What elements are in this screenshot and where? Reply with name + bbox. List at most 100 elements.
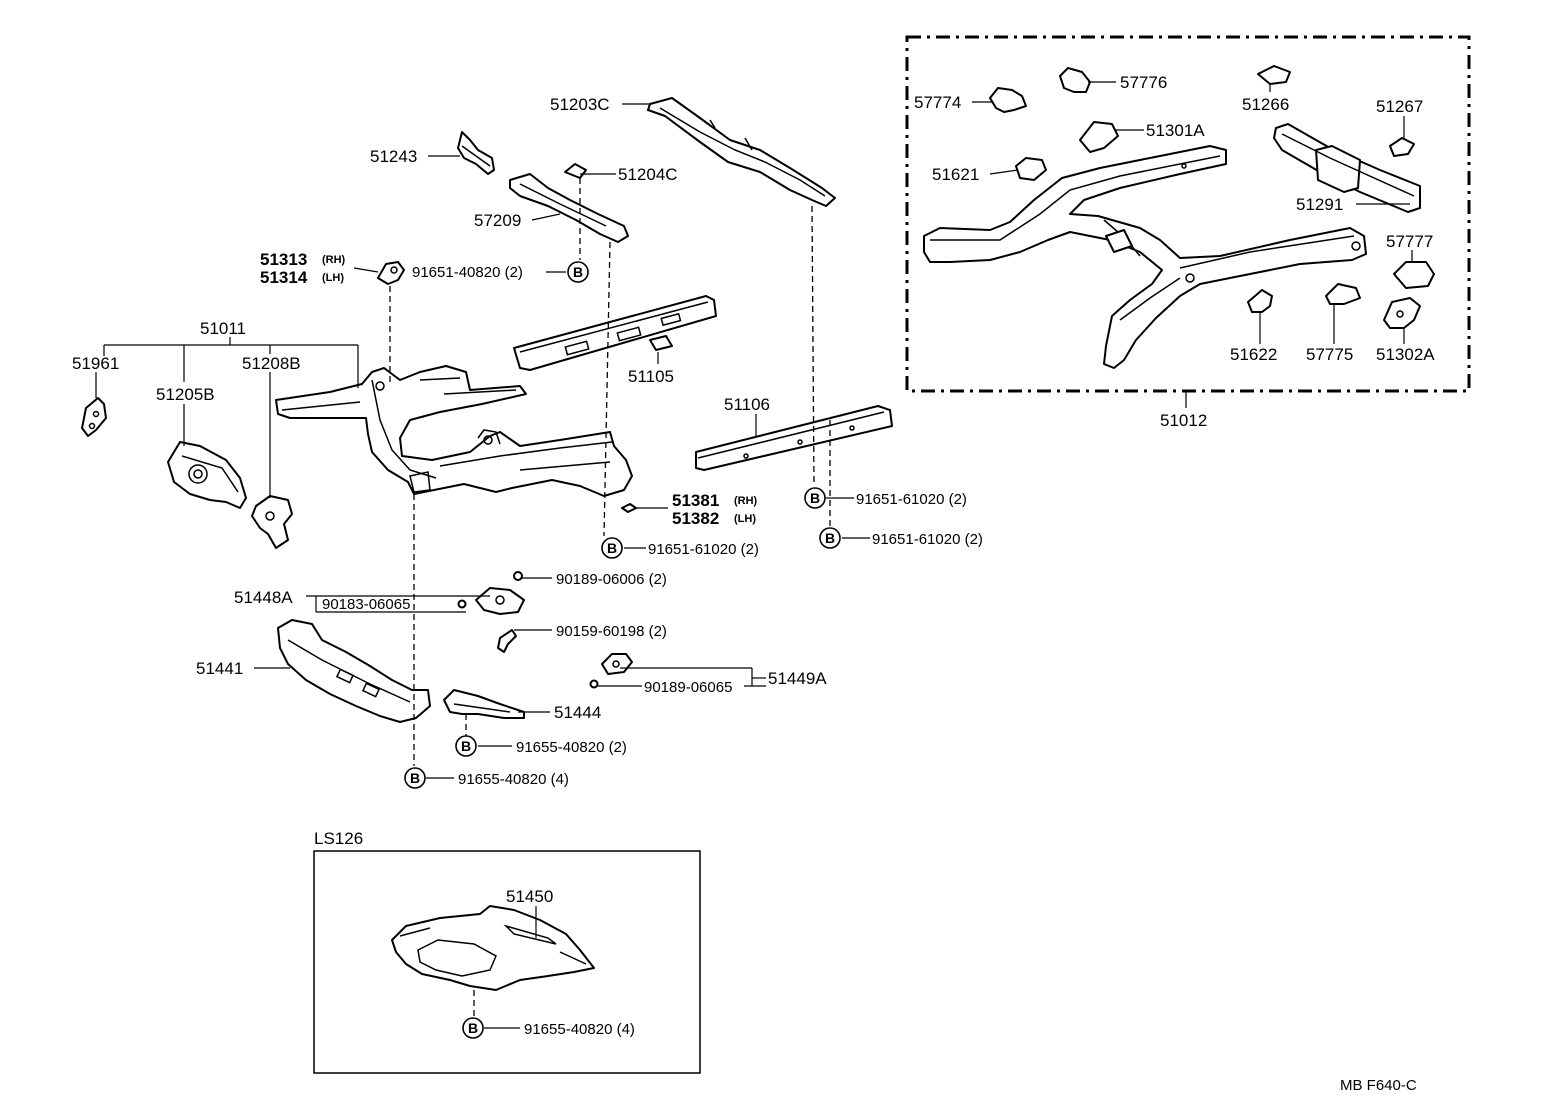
- part-51448a-drawing: [475, 587, 525, 615]
- footer-code: MB F640-C: [1340, 1077, 1417, 1094]
- label-51203c: 51203C: [550, 95, 610, 114]
- bolt-marker-5: [455, 735, 477, 757]
- label-90189-06065: 90189-06065: [644, 679, 732, 696]
- fastener-90159-60198-drawing: [497, 629, 517, 653]
- part-51301a-drawing: [1079, 121, 1119, 153]
- label-51106: 51106: [724, 395, 770, 414]
- part-51313-drawing: [377, 261, 405, 285]
- label-90189-06006: 90189-06006 (2): [556, 571, 667, 588]
- label-51243: 51243: [370, 147, 417, 166]
- label-51012: 51012: [1160, 411, 1207, 430]
- label-51314-side: (LH): [322, 272, 344, 284]
- part-51449a-drawing: [589, 653, 633, 689]
- part-57775-drawing: [1325, 283, 1361, 305]
- bolt-marker-5-label: B: [461, 738, 471, 754]
- label-51448a: 51448A: [234, 588, 293, 607]
- bolt-marker-6-label: B: [410, 770, 420, 786]
- bolt-marker-7: [462, 1017, 484, 1039]
- part-51450-drawing: [391, 905, 595, 991]
- bolt-marker-3: [804, 487, 826, 509]
- label-51267: 51267: [1376, 97, 1423, 116]
- label-57777: 57777: [1386, 232, 1433, 251]
- label-51011: 51011: [200, 319, 246, 338]
- bolt-marker-1-label: B: [573, 264, 583, 280]
- part-51302a-drawing: [1383, 297, 1421, 329]
- part-51012-frame-drawing: [923, 145, 1367, 369]
- label-51444: 51444: [554, 703, 601, 722]
- label-91651-61020-a: 91651-61020 (2): [648, 541, 759, 558]
- bolt-marker-4-label: B: [825, 530, 835, 546]
- part-51291-drawing: [1273, 123, 1421, 213]
- part-51105-drawing: [513, 295, 717, 371]
- label-51208b: 51208B: [242, 354, 301, 373]
- label-51266: 51266: [1242, 95, 1289, 114]
- bolt-markers: B B B B B B B: [404, 261, 841, 1039]
- fastener-90189-06006-drawing: [513, 571, 523, 581]
- label-51381-side: (RH): [734, 495, 758, 507]
- ls126-box: [313, 850, 701, 1074]
- label-51621: 51621: [932, 165, 979, 184]
- part-51441-drawing: [277, 619, 431, 723]
- label-57776: 57776: [1120, 73, 1167, 92]
- label-91651-61020-c: 91651-61020 (2): [872, 531, 983, 548]
- label-51291: 51291: [1296, 195, 1343, 214]
- label-57775: 57775: [1306, 345, 1353, 364]
- bolt-marker-3-label: B: [810, 490, 820, 506]
- part-labels: 51203C 51243 51204C 57209 51313 (RH) 513…: [72, 73, 1435, 1094]
- label-51204c: 51204C: [618, 165, 678, 184]
- part-51621-drawing: [1015, 157, 1047, 181]
- part-51208b-drawing: [251, 495, 293, 549]
- part-57776-drawing: [1059, 67, 1091, 93]
- group-51012-dashed-box: [905, 35, 1471, 393]
- bolt-marker-6: [404, 767, 426, 789]
- label-51301a: 51301A: [1146, 121, 1205, 140]
- label-51622: 51622: [1230, 345, 1277, 364]
- label-91651-61020-b: 91651-61020 (2): [856, 491, 967, 508]
- part-57209-drawing: [509, 173, 629, 243]
- part-57774-drawing: [989, 87, 1027, 113]
- leader-lines: [95, 81, 1413, 1029]
- part-51243-drawing: [457, 131, 495, 175]
- part-51381-drawing: [621, 503, 637, 513]
- label-51205b: 51205B: [156, 385, 215, 404]
- label-51314: 51314: [260, 268, 308, 287]
- dashed-alignment-lines: [389, 178, 831, 1016]
- fastener-90183-06065-drawing: [457, 599, 467, 609]
- ls126-title: LS126: [314, 829, 363, 848]
- part-51266-drawing: [1257, 65, 1291, 85]
- bolt-marker-2: [601, 537, 623, 559]
- bolt-marker-2-label: B: [607, 540, 617, 556]
- bolt-marker-1: [567, 261, 589, 283]
- label-51313-side: (RH): [322, 254, 346, 266]
- part-57777-drawing: [1393, 261, 1435, 289]
- label-90183-06065: 90183-06065: [322, 596, 410, 613]
- part-51205b-drawing: [167, 441, 247, 509]
- part-51267-drawing: [1389, 137, 1415, 157]
- part-51203c-drawing: [647, 97, 836, 207]
- bolt-marker-4: [819, 527, 841, 549]
- part-51204c-drawing: [564, 163, 587, 179]
- part-51011-drawing: [275, 365, 633, 497]
- label-57209: 57209: [474, 211, 521, 230]
- label-51449a: 51449A: [768, 669, 827, 688]
- label-51381: 51381: [672, 491, 719, 510]
- part-51106-drawing: [695, 405, 893, 471]
- label-51105: 51105: [628, 367, 674, 386]
- label-91655-40820-a: 91655-40820 (2): [516, 739, 627, 756]
- label-91655-40820-c: 91655-40820 (4): [524, 1021, 635, 1038]
- label-51382-side: (LH): [734, 513, 756, 525]
- part-51444-drawing: [443, 689, 525, 719]
- label-57774: 57774: [914, 93, 961, 112]
- label-51302a: 51302A: [1376, 345, 1435, 364]
- label-90159-60198: 90159-60198 (2): [556, 623, 667, 640]
- part-51622-drawing: [1247, 289, 1273, 313]
- bolt-marker-7-label: B: [468, 1020, 478, 1036]
- label-91655-40820-b: 91655-40820 (4): [458, 771, 569, 788]
- label-91651-40820: 91651-40820 (2): [412, 264, 523, 281]
- label-51313: 51313: [260, 250, 307, 269]
- label-51450: 51450: [506, 887, 553, 906]
- label-51961: 51961: [72, 354, 119, 373]
- label-51441: 51441: [196, 659, 243, 678]
- label-51382: 51382: [672, 509, 719, 528]
